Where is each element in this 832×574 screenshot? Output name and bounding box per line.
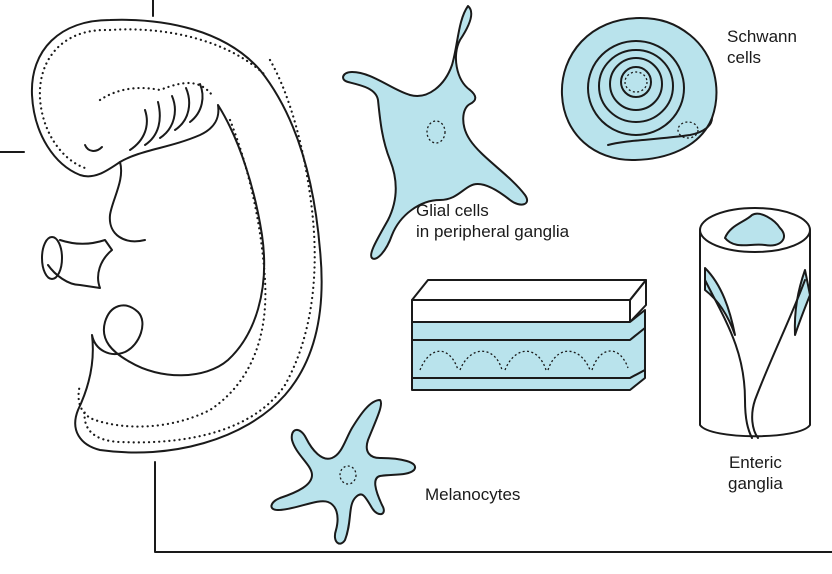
label-glial-line-1: Glial cells <box>416 200 569 221</box>
label-glial-line-2: in peripheral ganglia <box>416 221 569 242</box>
label-glial-cells: Glial cells in peripheral ganglia <box>416 200 569 242</box>
melanocyte-illustration <box>271 400 415 544</box>
label-enteric-line-2: ganglia <box>728 473 783 494</box>
label-schwann-line-1: Schwann <box>727 26 797 47</box>
schwann-cell-illustration <box>562 18 716 160</box>
label-schwann-line-2: cells <box>727 47 797 68</box>
label-enteric-line-1: Enteric <box>728 452 783 473</box>
label-melanocytes: Melanocytes <box>425 484 520 505</box>
myelin-layers-illustration <box>412 280 646 390</box>
embryo-illustration <box>32 20 322 453</box>
label-schwann-cells: Schwann cells <box>727 26 797 68</box>
enteric-ganglia-illustration <box>700 208 810 438</box>
label-enteric-ganglia: Enteric ganglia <box>728 452 783 494</box>
